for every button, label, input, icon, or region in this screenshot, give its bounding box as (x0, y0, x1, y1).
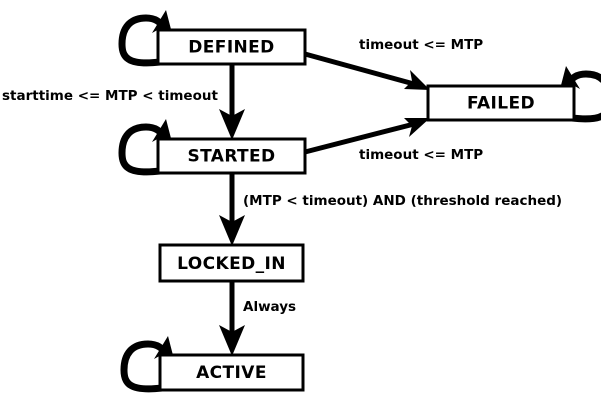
state-node-started[interactable]: STARTED (156, 137, 307, 175)
started-failed-path (304, 121, 415, 155)
transition-started-lockedin (219, 173, 245, 246)
transition-defined-started (219, 64, 245, 140)
started-box[interactable] (156, 137, 307, 175)
transition-defined-failed (304, 51, 430, 90)
locked-in-label: LOCKED_IN (177, 254, 286, 274)
active-self-loop-path (120, 340, 169, 393)
started-failed-arrowhead (404, 118, 430, 137)
failed-box[interactable] (426, 84, 576, 122)
label-threshold-condition: (MTP < timeout) AND (threshold reached) (243, 193, 562, 209)
label-always: Always (243, 299, 296, 315)
started-lockedin-arrowhead (219, 215, 245, 246)
state-node-defined[interactable]: DEFINED (156, 28, 307, 66)
lockedin-active-arrowhead (219, 325, 245, 356)
state-node-active[interactable]: ACTIVE (158, 353, 305, 392)
defined-failed-path (304, 51, 415, 87)
failed-label: FAILED (467, 94, 535, 114)
defined-started-arrowhead (219, 109, 245, 140)
defined-label: DEFINED (188, 38, 274, 58)
label-timeout-started-failed: timeout <= MTP (359, 147, 483, 163)
label-starttime-condition: starttime <= MTP < timeout (2, 88, 218, 104)
transition-lockedin-active (219, 281, 245, 356)
active-box[interactable] (158, 353, 305, 392)
active-label: ACTIVE (196, 363, 267, 383)
started-self-loop-path (118, 123, 167, 176)
locked-in-box[interactable] (158, 243, 305, 283)
state-node-locked-in[interactable]: LOCKED_IN (158, 243, 305, 283)
defined-self-loop-path (118, 14, 167, 67)
transition-started-failed (304, 118, 430, 155)
defined-box[interactable] (156, 28, 307, 66)
state-node-failed[interactable]: FAILED (426, 84, 576, 122)
failed-self-loop-path (565, 70, 601, 123)
label-timeout-defined-failed: timeout <= MTP (359, 37, 483, 53)
started-label: STARTED (187, 147, 275, 167)
defined-failed-arrowhead (404, 70, 430, 90)
